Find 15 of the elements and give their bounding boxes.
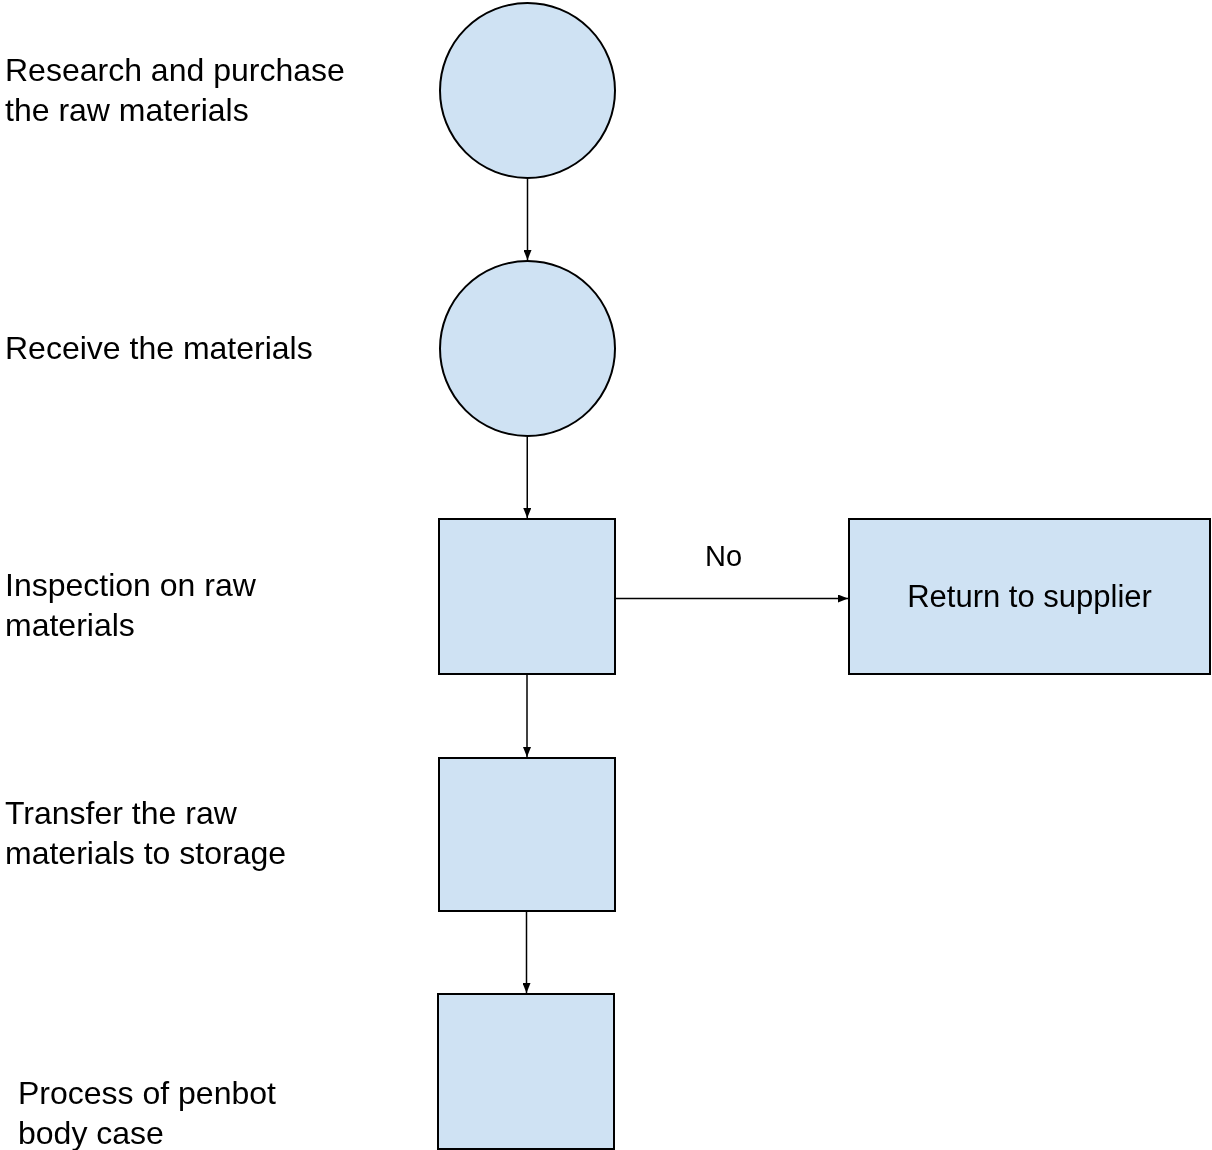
step-caption: Process of penbot body case — [18, 1074, 277, 1150]
arrow — [615, 594, 849, 603]
arrow — [522, 911, 531, 994]
step-caption: Research and purchase the raw materials — [5, 51, 346, 130]
node-label: Return to supplier — [906, 578, 1153, 615]
process-box — [438, 757, 616, 912]
process-box — [437, 993, 615, 1150]
process-box — [438, 518, 616, 675]
process-box — [848, 518, 1211, 675]
step-caption: Receive the materials — [5, 329, 314, 368]
arrow — [523, 178, 532, 261]
step-caption: Transfer the raw materials to storage — [5, 794, 287, 873]
step-caption: Inspection on raw materials — [5, 566, 257, 645]
arrow — [523, 436, 532, 519]
arrow — [523, 674, 531, 758]
